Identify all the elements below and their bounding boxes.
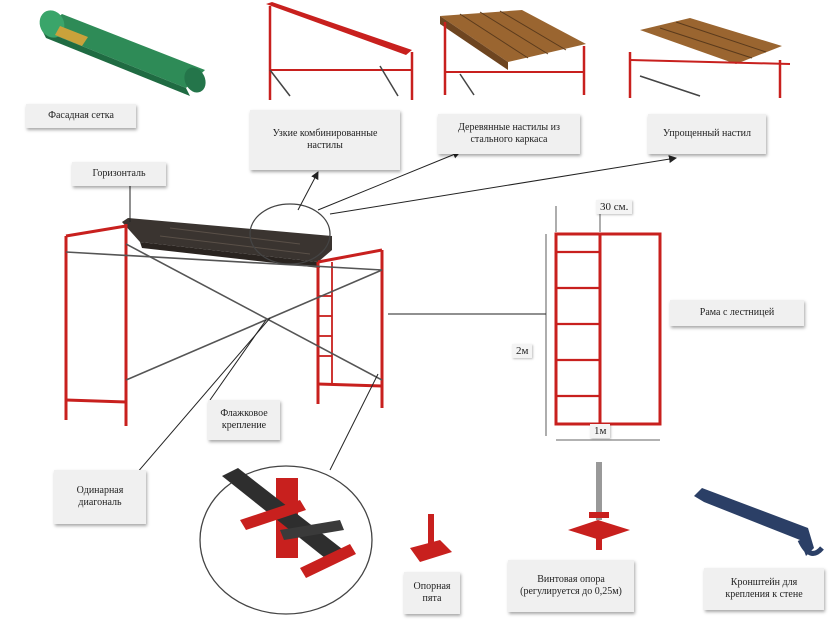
dimension-height: 2м: [512, 344, 533, 358]
mesh-roll-illustration: [39, 10, 206, 96]
decking-thumbnail-2: [440, 10, 586, 96]
ladder-frame-detail: [545, 206, 662, 441]
wall-bracket-illustration: [694, 488, 824, 556]
scaffold-braces: [65, 243, 383, 381]
label-horizontal: Горизонталь: [72, 162, 166, 186]
main-scaffold: [64, 218, 384, 426]
screw-jack-illustration: [568, 462, 630, 550]
frame-ladder-rungs: [318, 262, 333, 384]
leader-lines: [123, 150, 677, 489]
flag-fastening-detail: [222, 468, 356, 578]
label-wall-bracket: Кронштейн для крепления к стене: [704, 568, 824, 610]
base-plate-illustration: [410, 514, 452, 562]
label-frame-with-ladder: Рама с лестницей: [670, 300, 804, 326]
decking-thumbnail-3: [628, 18, 791, 98]
label-simplified-decking: Упрощенный настил: [648, 114, 766, 154]
label-screw-jack: Винтовая опора (регулируется до 0,25м): [508, 560, 634, 612]
scaffold-frames: [64, 224, 384, 426]
label-wooden-decking-steel-frame: Деревянные настилы из стального каркаса: [438, 114, 580, 154]
label-single-diagonal: Одинарная диагональ: [54, 470, 146, 524]
label-base-plate: Опорная пята: [404, 572, 460, 614]
zoom-callouts: [199, 203, 373, 615]
decking-thumbnail-1: [266, 2, 414, 100]
dimension-width-top: 30 см.: [596, 200, 633, 214]
dimension-width-bottom: 1м: [590, 424, 611, 438]
label-flag-fastening: Флажковое крепление: [208, 400, 280, 440]
label-narrow-combined-decking: Узкие комбинированные настилы: [250, 110, 400, 170]
label-facade-mesh: Фасадная сетка: [26, 104, 136, 128]
